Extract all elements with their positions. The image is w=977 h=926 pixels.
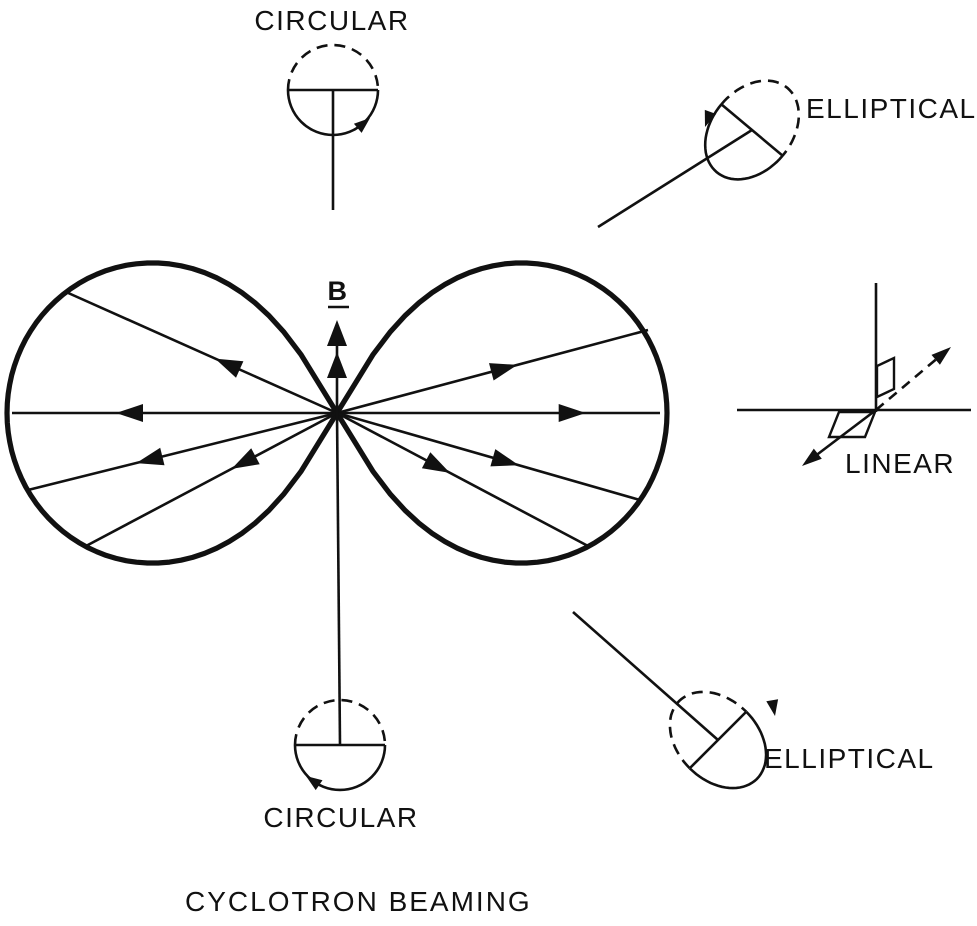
emission-ray [65, 290, 338, 415]
b-field-label: B [328, 276, 349, 306]
elliptical-lower-solid-arc [688, 710, 768, 790]
elliptical-lower-label: ELLIPTICAL [764, 743, 935, 774]
circular-bottom-solid-arc [293, 744, 387, 792]
radiation-pattern-lobes [4, 260, 670, 566]
ray-arrowhead [558, 404, 586, 422]
linear-arrow-solid-end [802, 448, 822, 466]
circular-top-label: CIRCULAR [254, 5, 409, 36]
arrowheads-layer [116, 109, 951, 791]
figure-title: CYCLOTRON BEAMING [185, 886, 532, 917]
elliptical-lower-rotation-arrow [766, 699, 779, 716]
emission-ray [27, 411, 338, 492]
linear-label: LINEAR [845, 448, 955, 479]
linear-sight-line-dashed [875, 350, 947, 411]
circular-top-dashed-arc [286, 43, 380, 91]
ray-arrowhead [136, 447, 165, 466]
b-field-arrowhead [327, 320, 347, 346]
emission-ray [336, 411, 589, 548]
circular-bottom-label: CIRCULAR [263, 802, 418, 833]
ray-arrowhead [421, 452, 450, 473]
sight-line-bottom [335, 412, 342, 746]
sight-line-upper-ellipse [597, 128, 753, 229]
emission-ray [85, 411, 338, 548]
circular-bottom-rotation-arrow [306, 776, 323, 791]
circular-top-rotation-arrow [353, 118, 370, 133]
emission-rays [12, 290, 660, 548]
ray-arrowhead [215, 358, 244, 378]
ray-arrowhead [231, 448, 260, 469]
ray-arrowhead [489, 363, 518, 381]
circular-bottom-dashed-arc [293, 698, 387, 746]
linear-arrow-dashed-end [931, 347, 951, 365]
elliptical-upper-rotation-arrow [704, 109, 717, 127]
elliptical-upper-dashed-arc [720, 79, 801, 157]
b-field-arrowhead [327, 352, 347, 378]
ray-arrowhead [116, 404, 143, 422]
elliptical-upper-solid-arc [703, 103, 784, 181]
emission-ray [336, 411, 641, 502]
linear-polarization-plane-upper [875, 356, 896, 399]
elliptical-lower-dashed-arc [668, 690, 748, 770]
ray-arrowhead [490, 449, 519, 467]
elliptical-upper-label: ELLIPTICAL [806, 93, 977, 124]
sight-line-lower-ellipse [572, 611, 719, 741]
